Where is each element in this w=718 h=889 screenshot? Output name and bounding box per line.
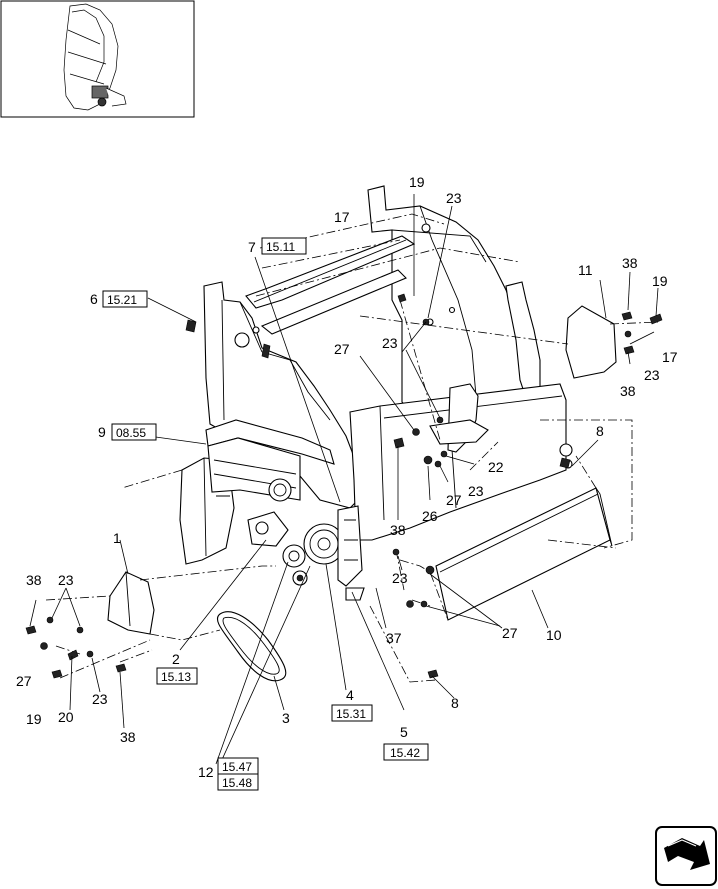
ref-15-47: 15.47: [222, 760, 252, 774]
ref-15-42: 15.42: [390, 746, 420, 760]
locator-thumbnail: [0, 0, 195, 118]
callout-22: 22: [488, 459, 504, 475]
callout-1: 1: [113, 530, 121, 546]
callout-19-top: 19: [409, 174, 425, 190]
callout-12: 12: [198, 764, 214, 780]
callout-38-center: 38: [390, 522, 406, 538]
callout-11: 11: [578, 262, 593, 278]
callout-27-left: 27: [16, 673, 32, 689]
callout-23-right: 23: [644, 367, 660, 383]
callout-38-left: 38: [26, 572, 42, 588]
callout-8-upper: 8: [596, 423, 604, 439]
reference-boxes: [102, 237, 429, 791]
callout-38-bottom: 38: [120, 729, 136, 745]
reference-labels: 15.11 15.21 08.55 15.13 15.31 15.42 15.4…: [107, 240, 420, 790]
callout-20: 20: [58, 709, 74, 725]
callout-27-top: 27: [334, 341, 350, 357]
callout-19-right: 19: [652, 273, 668, 289]
callout-23-left: 23: [58, 572, 74, 588]
callout-26: 26: [422, 508, 438, 524]
ref-15-48: 15.48: [222, 776, 252, 790]
callout-23-middle: 23: [382, 335, 398, 351]
callout-9: 9: [98, 424, 106, 440]
callout-38-right-bottom: 38: [620, 383, 636, 399]
callout-23-bottom-left: 23: [92, 691, 108, 707]
callout-19-left: 19: [26, 711, 42, 727]
callout-4: 4: [346, 687, 354, 703]
callout-6: 6: [90, 291, 98, 307]
callout-17-top: 17: [334, 209, 350, 225]
ref-15-13: 15.13: [161, 670, 191, 684]
callout-10: 10: [546, 627, 562, 643]
leader-lines: [29, 194, 659, 765]
callout-37: 37: [386, 630, 402, 646]
callout-8-lower: 8: [451, 695, 459, 711]
callout-17-right: 17: [662, 349, 678, 365]
callout-2: 2: [172, 651, 180, 667]
ref-15-21: 15.21: [107, 293, 137, 307]
next-page-arrow-icon[interactable]: [655, 826, 717, 886]
callout-27-center: 27: [446, 492, 462, 508]
callout-23-lower: 23: [392, 570, 408, 586]
callout-7: 7: [248, 239, 256, 255]
callout-labels: 1 2 3 4 5 6 7 8 8 9 10 11 12 17 17 19 19…: [16, 174, 678, 780]
callout-38-right-top: 38: [622, 255, 638, 271]
callout-5: 5: [400, 724, 408, 740]
ref-08-55: 08.55: [116, 426, 146, 440]
callout-3: 3: [282, 710, 290, 726]
callout-23-center: 23: [468, 483, 484, 499]
baler-frame: [107, 185, 617, 682]
ref-15-31: 15.31: [336, 707, 366, 721]
drive-assembly: [247, 505, 365, 601]
callout-27-lower: 27: [502, 625, 518, 641]
ref-15-11: 15.11: [266, 240, 295, 254]
alignment-lines: [45, 213, 661, 683]
callout-23-top: 23: [446, 190, 462, 206]
